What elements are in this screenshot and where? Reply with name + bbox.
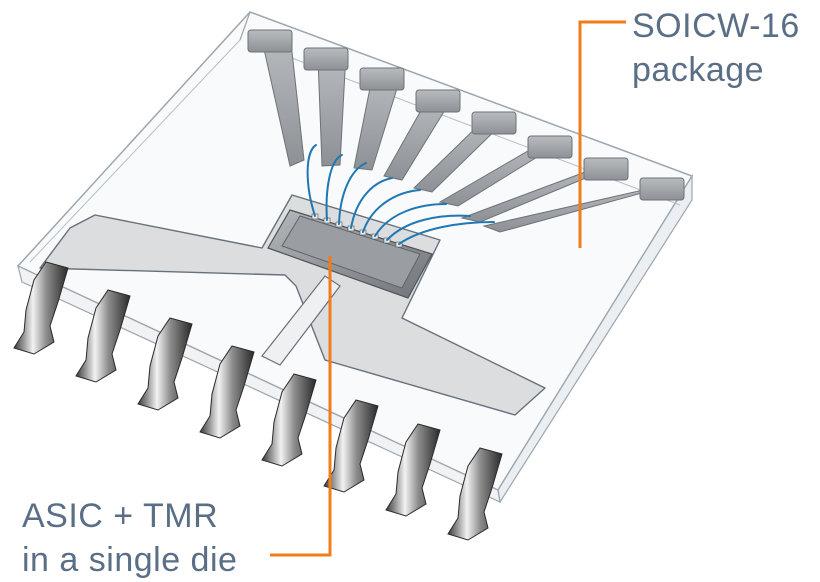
back-lead-tab	[303, 47, 349, 71]
front-lead	[75, 289, 131, 383]
lead-frame-slot	[261, 275, 341, 366]
front-lead	[199, 345, 255, 439]
package-body-edge	[29, 39, 241, 263]
back-lead-tab	[583, 157, 629, 181]
callout-package-line2: package	[632, 51, 765, 89]
back-lead-tab	[471, 111, 517, 135]
die-top	[281, 215, 421, 289]
bond-wires	[306, 144, 495, 245]
back-lead-tab	[527, 135, 573, 159]
callout-package-line1: SOICW-16	[632, 7, 800, 45]
back-lead-tab	[415, 89, 461, 113]
front-lead	[13, 261, 69, 355]
callout-die-line1: ASIC + TMR	[22, 497, 219, 535]
back-lead-tab	[359, 67, 405, 91]
package-body-edge	[239, 11, 251, 41]
callout-die-line2: in a single die	[22, 541, 238, 579]
front-lead	[261, 373, 317, 467]
back-lead-tab	[247, 29, 293, 53]
front-lead	[385, 423, 441, 517]
front-lead	[323, 399, 379, 493]
front-lead	[137, 317, 193, 411]
back-leads	[247, 29, 685, 233]
callout-package-label: SOICW-16 package	[632, 4, 800, 92]
callout-die-label: ASIC + TMR in a single die	[22, 494, 237, 582]
back-lead-tab	[639, 177, 685, 201]
callout-line-die	[270, 256, 332, 557]
callout-line-package	[578, 20, 626, 248]
front-leads	[13, 261, 503, 541]
front-lead	[447, 447, 503, 541]
package-body-front-side	[17, 264, 501, 504]
